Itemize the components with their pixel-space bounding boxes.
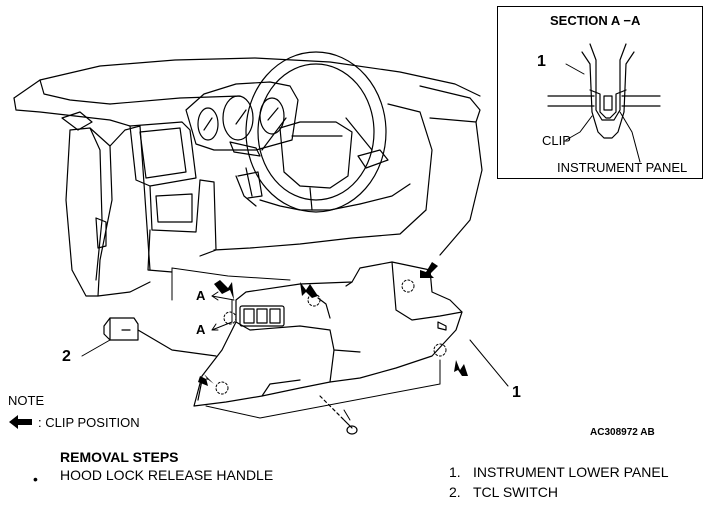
- clip-arrow-icon: [198, 374, 214, 386]
- clip-position-markers: [215, 279, 447, 395]
- tcl-switch: [103, 317, 217, 357]
- clip-arrow-icon: [420, 262, 438, 278]
- dashboard-outline: [13, 57, 483, 256]
- bullet-symbol: •: [33, 471, 38, 487]
- callout-a-lower: A: [196, 322, 206, 337]
- step-1-number: 1.: [449, 464, 461, 480]
- steering-column: [213, 167, 427, 251]
- center-console: [129, 121, 217, 273]
- meter-cluster: [185, 81, 299, 151]
- section-callout-1: 1: [537, 53, 546, 70]
- step-2-label: TCL SWITCH: [473, 484, 559, 500]
- steering-wheel: [229, 51, 389, 213]
- screw: [319, 395, 358, 435]
- left-side-panel: [65, 125, 151, 297]
- section-a-a-box: [497, 6, 703, 179]
- removal-steps-heading: REMOVAL STEPS: [60, 449, 179, 465]
- clip-arrows: [198, 262, 468, 386]
- clip-position-arrow-icon: [9, 415, 32, 429]
- step-1-label: INSTRUMENT LOWER PANEL: [473, 464, 669, 480]
- step-2-number: 2.: [449, 484, 461, 500]
- clip-arrow-icon: [214, 280, 234, 300]
- section-title: SECTION A −A: [550, 13, 641, 28]
- section-a-markers: [211, 291, 235, 331]
- callout-a-upper: A: [196, 288, 206, 303]
- note-label: NOTE: [8, 393, 45, 408]
- clip-label: CLIP: [542, 133, 571, 148]
- instrument-lower-panel: [193, 261, 463, 407]
- clip-position-label: : CLIP POSITION: [38, 415, 140, 430]
- section-a-a-detail: [547, 43, 661, 163]
- lower-reference-lines: [171, 267, 441, 421]
- callout-1: 1: [512, 384, 521, 401]
- clip-arrow-icon: [300, 282, 318, 298]
- callout-leaders: [81, 339, 509, 387]
- figure-code: AC308972 AB: [590, 427, 655, 438]
- hood-lock-step: HOOD LOCK RELEASE HANDLE: [60, 467, 274, 483]
- instrument-panel-label: INSTRUMENT PANEL: [557, 160, 688, 175]
- clip-arrow-icon: [454, 360, 468, 376]
- callout-2: 2: [62, 348, 71, 365]
